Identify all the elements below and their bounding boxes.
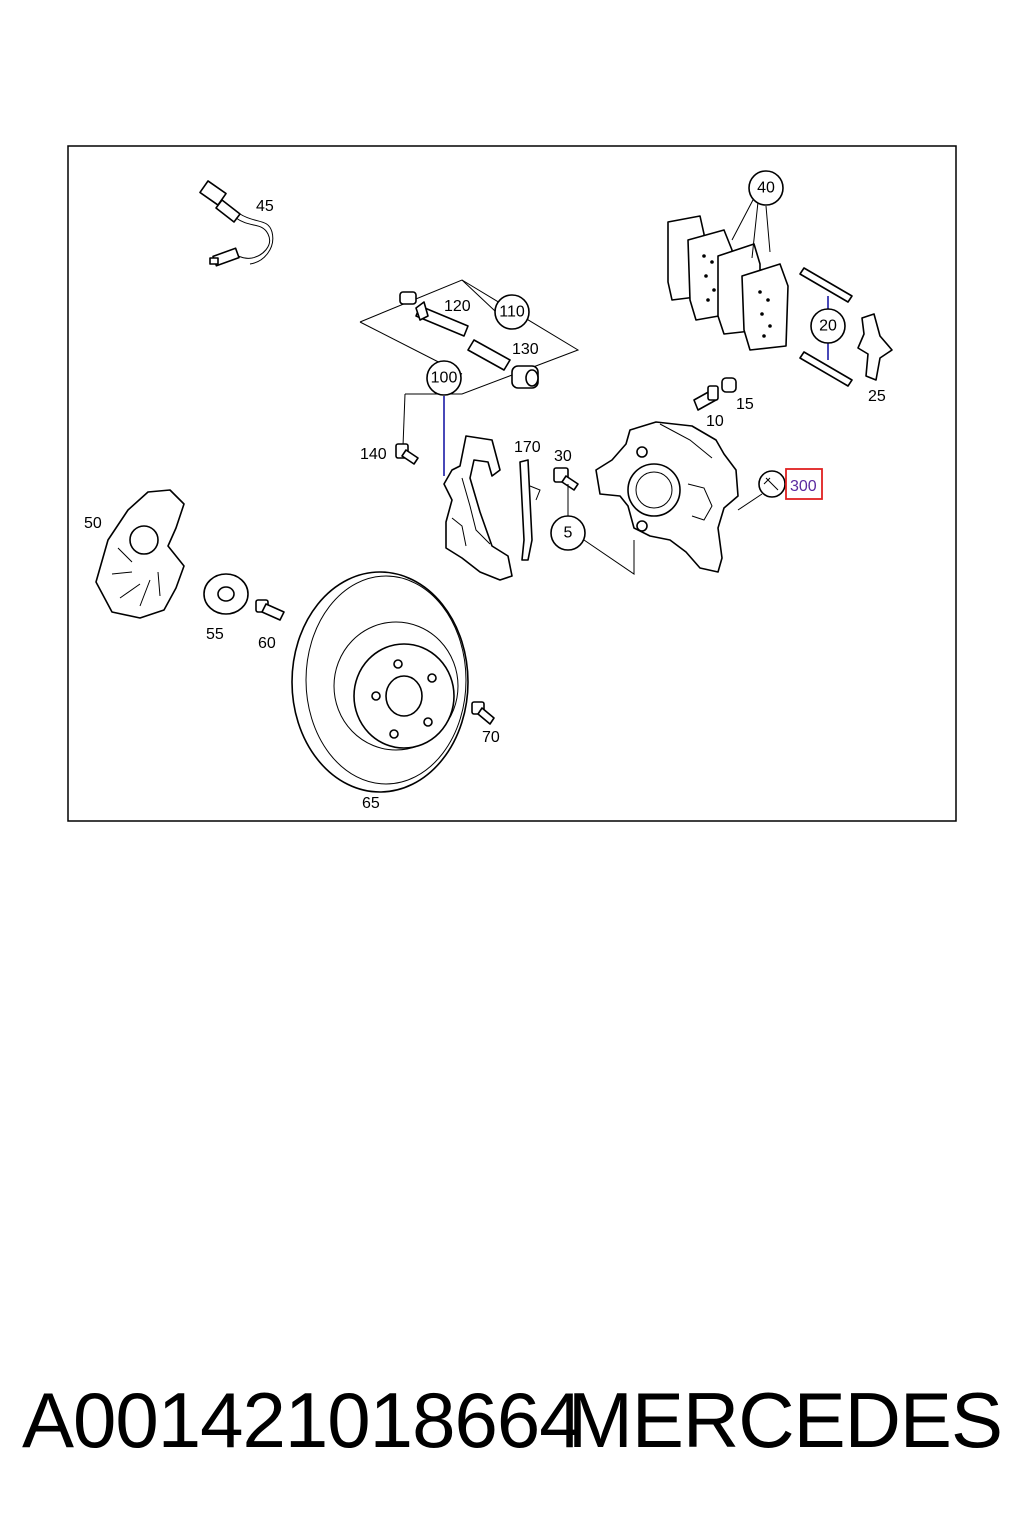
label-5: 5	[564, 525, 573, 542]
highlight-box-300	[785, 468, 823, 500]
label-40: 40	[757, 180, 775, 197]
label-60: 60	[258, 635, 276, 652]
wrench-icon	[758, 470, 786, 498]
label-25: 25	[868, 388, 886, 405]
part-50-splash-shield	[95, 489, 185, 619]
label-65: 65	[362, 795, 380, 812]
label-110: 110	[499, 304, 525, 321]
label-20: 20	[819, 318, 837, 335]
part-15-cap	[721, 377, 737, 393]
label-100: 100	[431, 370, 458, 387]
part-70-bolt	[471, 701, 495, 725]
part-number: A001421018664	[22, 1376, 583, 1464]
part-130-sleeve	[467, 339, 539, 389]
part-25-anti-rattle-spring	[857, 313, 893, 381]
label-140: 140	[360, 446, 387, 463]
part-30-bolt	[553, 467, 579, 491]
part-40-brake-pads	[667, 215, 789, 351]
part-170-spring-clip	[519, 459, 541, 561]
part-20-guide-pins	[799, 267, 853, 387]
part-carrier-bracket	[443, 435, 513, 581]
label-30: 30	[554, 448, 572, 465]
part-65-brake-disc	[291, 571, 469, 793]
footer: A001421018664 MERCEDES	[0, 1370, 1024, 1480]
brand-name: MERCEDES	[567, 1376, 1003, 1464]
label-70: 70	[482, 729, 500, 746]
callout-20	[810, 308, 846, 344]
label-170: 170	[514, 439, 541, 456]
part-caliper-body	[595, 421, 739, 573]
part-120-guide-bolt	[399, 291, 469, 337]
part-55-washer	[203, 573, 249, 615]
brake-assembly-diagram: 45 120 130 110 100 140 170	[67, 145, 957, 822]
label-120: 120	[444, 298, 471, 315]
part-10-bleeder	[693, 385, 719, 411]
label-55: 55	[206, 626, 224, 643]
label-50: 50	[84, 515, 102, 532]
part-60-bolt	[255, 599, 285, 621]
part-140-bolt	[395, 443, 419, 465]
label-45: 45	[256, 198, 274, 215]
callout-110	[494, 294, 530, 330]
label-10: 10	[706, 413, 724, 430]
label-130: 130	[512, 341, 539, 358]
part-45-wear-sensor	[199, 180, 274, 267]
label-15: 15	[736, 396, 754, 413]
label-300: 300	[790, 478, 817, 495]
callout-100	[426, 360, 462, 396]
callout-40	[748, 170, 784, 206]
